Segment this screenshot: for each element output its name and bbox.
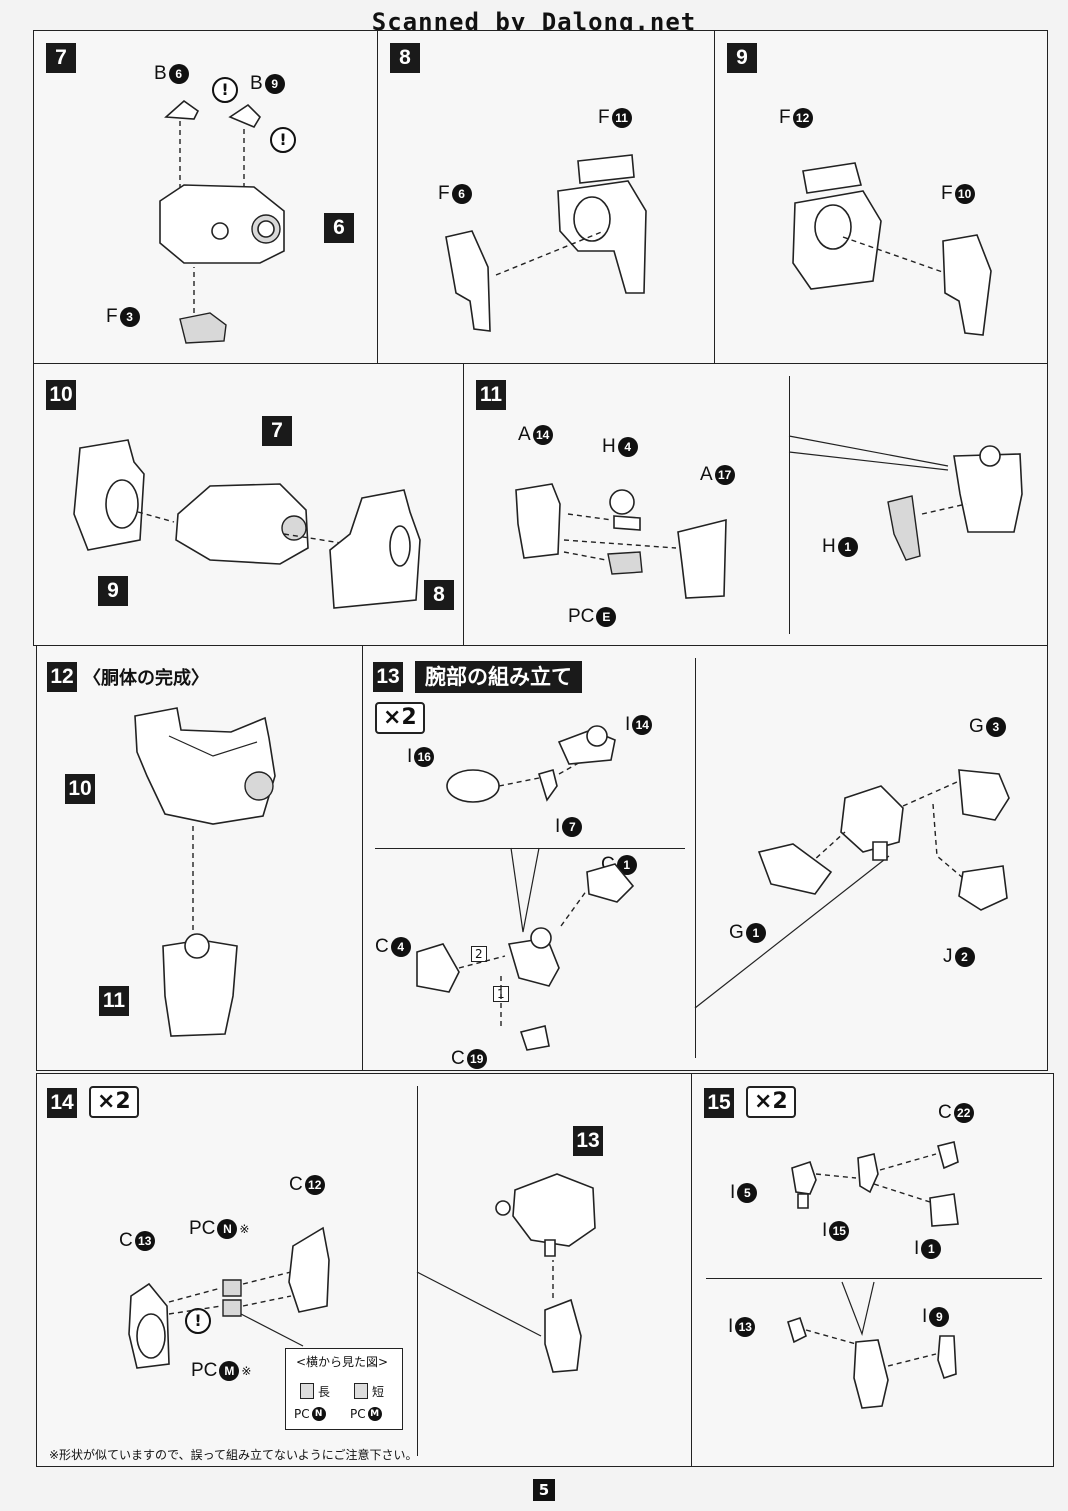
pc-short-icon: [354, 1383, 368, 1399]
pc-long-icon: [300, 1383, 314, 1399]
step-10-panel: 10 7 9 8: [33, 363, 465, 646]
divider: [789, 376, 790, 634]
step-number: 12: [47, 662, 77, 692]
torso-sides-drawing: [73, 439, 421, 609]
subassembly-tag: 8: [424, 580, 454, 610]
subassembly-tag: 9: [98, 576, 128, 606]
completed-torso-drawing: [134, 707, 276, 1037]
chest-half-drawing: [445, 154, 647, 332]
subassembly-tag: 6: [324, 213, 354, 243]
torso-core-drawing: [159, 99, 285, 344]
page-number: 5: [533, 1479, 555, 1501]
subassembly-tag: 7: [262, 416, 292, 446]
step-number: 7: [46, 43, 76, 73]
step-number: 10: [46, 380, 76, 410]
divider: [706, 1278, 1042, 1279]
caution-icon: !: [212, 77, 238, 103]
quantity-multiplier: ×2: [746, 1086, 796, 1118]
waist-drawing: [515, 435, 1023, 599]
caution-icon: !: [185, 1308, 211, 1334]
step-number: 11: [476, 380, 506, 410]
step-number: 8: [390, 43, 420, 73]
step-number: 13: [373, 662, 403, 692]
legend-title: <横から見た図>: [296, 1355, 389, 1369]
divider: [417, 1086, 418, 1456]
divider: [375, 848, 685, 849]
legend-short-label: 短: [372, 1385, 385, 1399]
subassembly-tag: 10: [65, 774, 95, 804]
step-12-panel: 12 〈胴体の完成〉 10 11: [36, 645, 363, 1071]
step-number: 9: [727, 43, 757, 73]
quantity-multiplier: ×2: [89, 1086, 139, 1118]
step-title: 腕部の組み立て: [415, 661, 582, 693]
legend-long-label: 長: [318, 1385, 331, 1399]
subassembly-tag: 13: [573, 1126, 603, 1156]
hand-assembly-drawing: [787, 1141, 959, 1409]
quantity-multiplier: ×2: [375, 702, 425, 734]
chest-half-drawing: [792, 162, 992, 336]
step-number: 14: [47, 1088, 77, 1118]
forearm-drawing: [128, 1173, 596, 1373]
subassembly-tag: 11: [99, 986, 129, 1016]
caution-note: ※形状が似ていますので、誤って組み立てないようにご注意下さい。: [49, 1448, 418, 1462]
step-number: 15: [704, 1088, 734, 1118]
arm-assembly-drawing: [416, 725, 1010, 1051]
divider: [695, 658, 696, 1058]
order-marker: 2: [471, 946, 487, 962]
caution-icon: !: [270, 127, 296, 153]
step-title: 〈胴体の完成〉: [83, 668, 209, 689]
